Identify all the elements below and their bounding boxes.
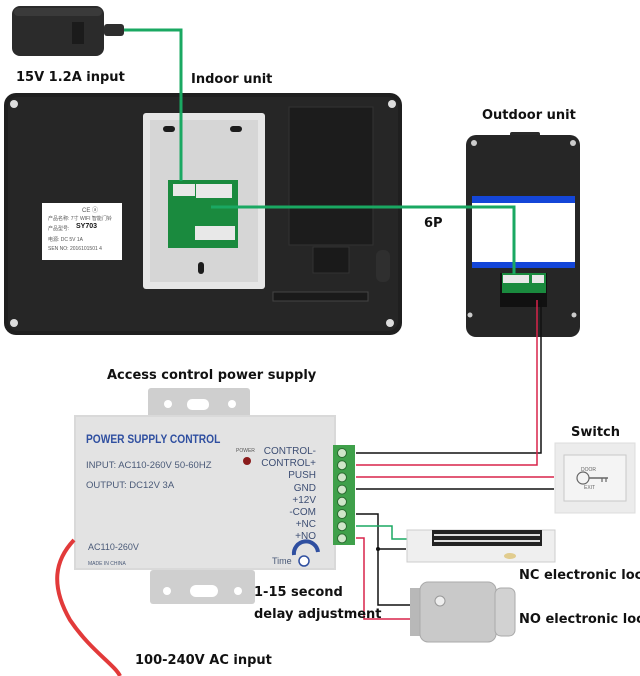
power-supply-unit (74, 388, 355, 604)
ps-title: POWER SUPPLY CONTROL (86, 432, 221, 446)
control-plus-wire (356, 300, 538, 466)
time-adjust-knob[interactable] (298, 556, 310, 568)
ps-input-spec: INPUT: AC110-260V 50-60HZ (86, 460, 212, 471)
terminal-label: +12V (292, 494, 316, 506)
terminal-label: CONTROL+ (261, 458, 316, 470)
ps-output-spec: OUTPUT: DC12V 3A (86, 480, 175, 491)
sticker-model: SY703 (76, 223, 98, 230)
no-wire (356, 537, 410, 620)
power-adapter (12, 6, 124, 56)
terminal-label: PUSH (288, 470, 316, 482)
switch-exit-text: EXIT (584, 485, 596, 491)
terminal-label: GND (293, 482, 316, 494)
switch-door-text: DOOR (581, 467, 596, 473)
nc-wire (356, 525, 410, 540)
sticker-product-name: 产品名称: 7寸 WIFI 智能门铃 (48, 216, 112, 222)
ps-made-in: MADE IN CHINA (88, 561, 126, 567)
terminal-label: CONTROL- (263, 446, 316, 457)
six-pin-label: 6P (424, 216, 443, 231)
terminal-screw (337, 484, 347, 495)
terminal-screw (337, 472, 347, 483)
terminal-label: -COM (289, 507, 316, 518)
terminal-label: +NC (295, 519, 316, 531)
terminal-screw (337, 460, 347, 471)
indoor-unit-sticker: CE ⓐ 产品名称: 7寸 WIFI 智能门铃 产品型号: SY703 电源: … (42, 203, 122, 260)
terminal-screw (337, 496, 347, 507)
terminal-screw (337, 448, 347, 458)
sticker-power: 电源: DC 5V 1A (48, 237, 84, 243)
power-supply-label: Access control power supply (107, 368, 317, 383)
cert-marks: CE ⓐ (82, 208, 99, 214)
ps-ac-range: AC110-260V (88, 542, 139, 552)
nc-lock-label: NC electronic lock (519, 568, 640, 583)
indoor-unit (4, 93, 402, 335)
delay-label-line2: delay adjustment (254, 607, 382, 622)
com-branch-wire (377, 549, 410, 606)
switch-label: Switch (571, 425, 621, 440)
exit-switch (554, 442, 636, 514)
sticker-serial: SEN NO: 2016101501 4 (48, 246, 102, 252)
power-led-label: POWER (236, 448, 255, 454)
outdoor-unit-label: Outdoor unit (482, 108, 576, 123)
time-knob-label: Time (272, 556, 292, 566)
six-pin-cable (211, 205, 516, 274)
ac-input-label: 100-240V AC input (135, 653, 272, 668)
indoor-unit-label: Indoor unit (191, 72, 273, 87)
terminal-screws (337, 448, 347, 544)
adapter-cable (124, 28, 183, 181)
terminal-screw (337, 509, 347, 519)
no-lock-label: NO electronic lock (519, 612, 640, 627)
adapter-label: 15V 1.2A input (16, 70, 125, 85)
no-electric-lock (410, 581, 516, 643)
outdoor-unit (466, 132, 580, 337)
terminal-screw (337, 533, 347, 544)
terminal-screw (337, 521, 347, 532)
delay-label-line1: 1-15 second (254, 585, 343, 600)
control-minus-wire (356, 300, 542, 454)
terminal-label: +NO (295, 531, 316, 543)
nc-magnetic-lock (406, 529, 556, 563)
com-wire (356, 513, 406, 550)
ac-input-cable (55, 538, 122, 676)
sticker-model-label: 产品型号: (48, 226, 70, 232)
